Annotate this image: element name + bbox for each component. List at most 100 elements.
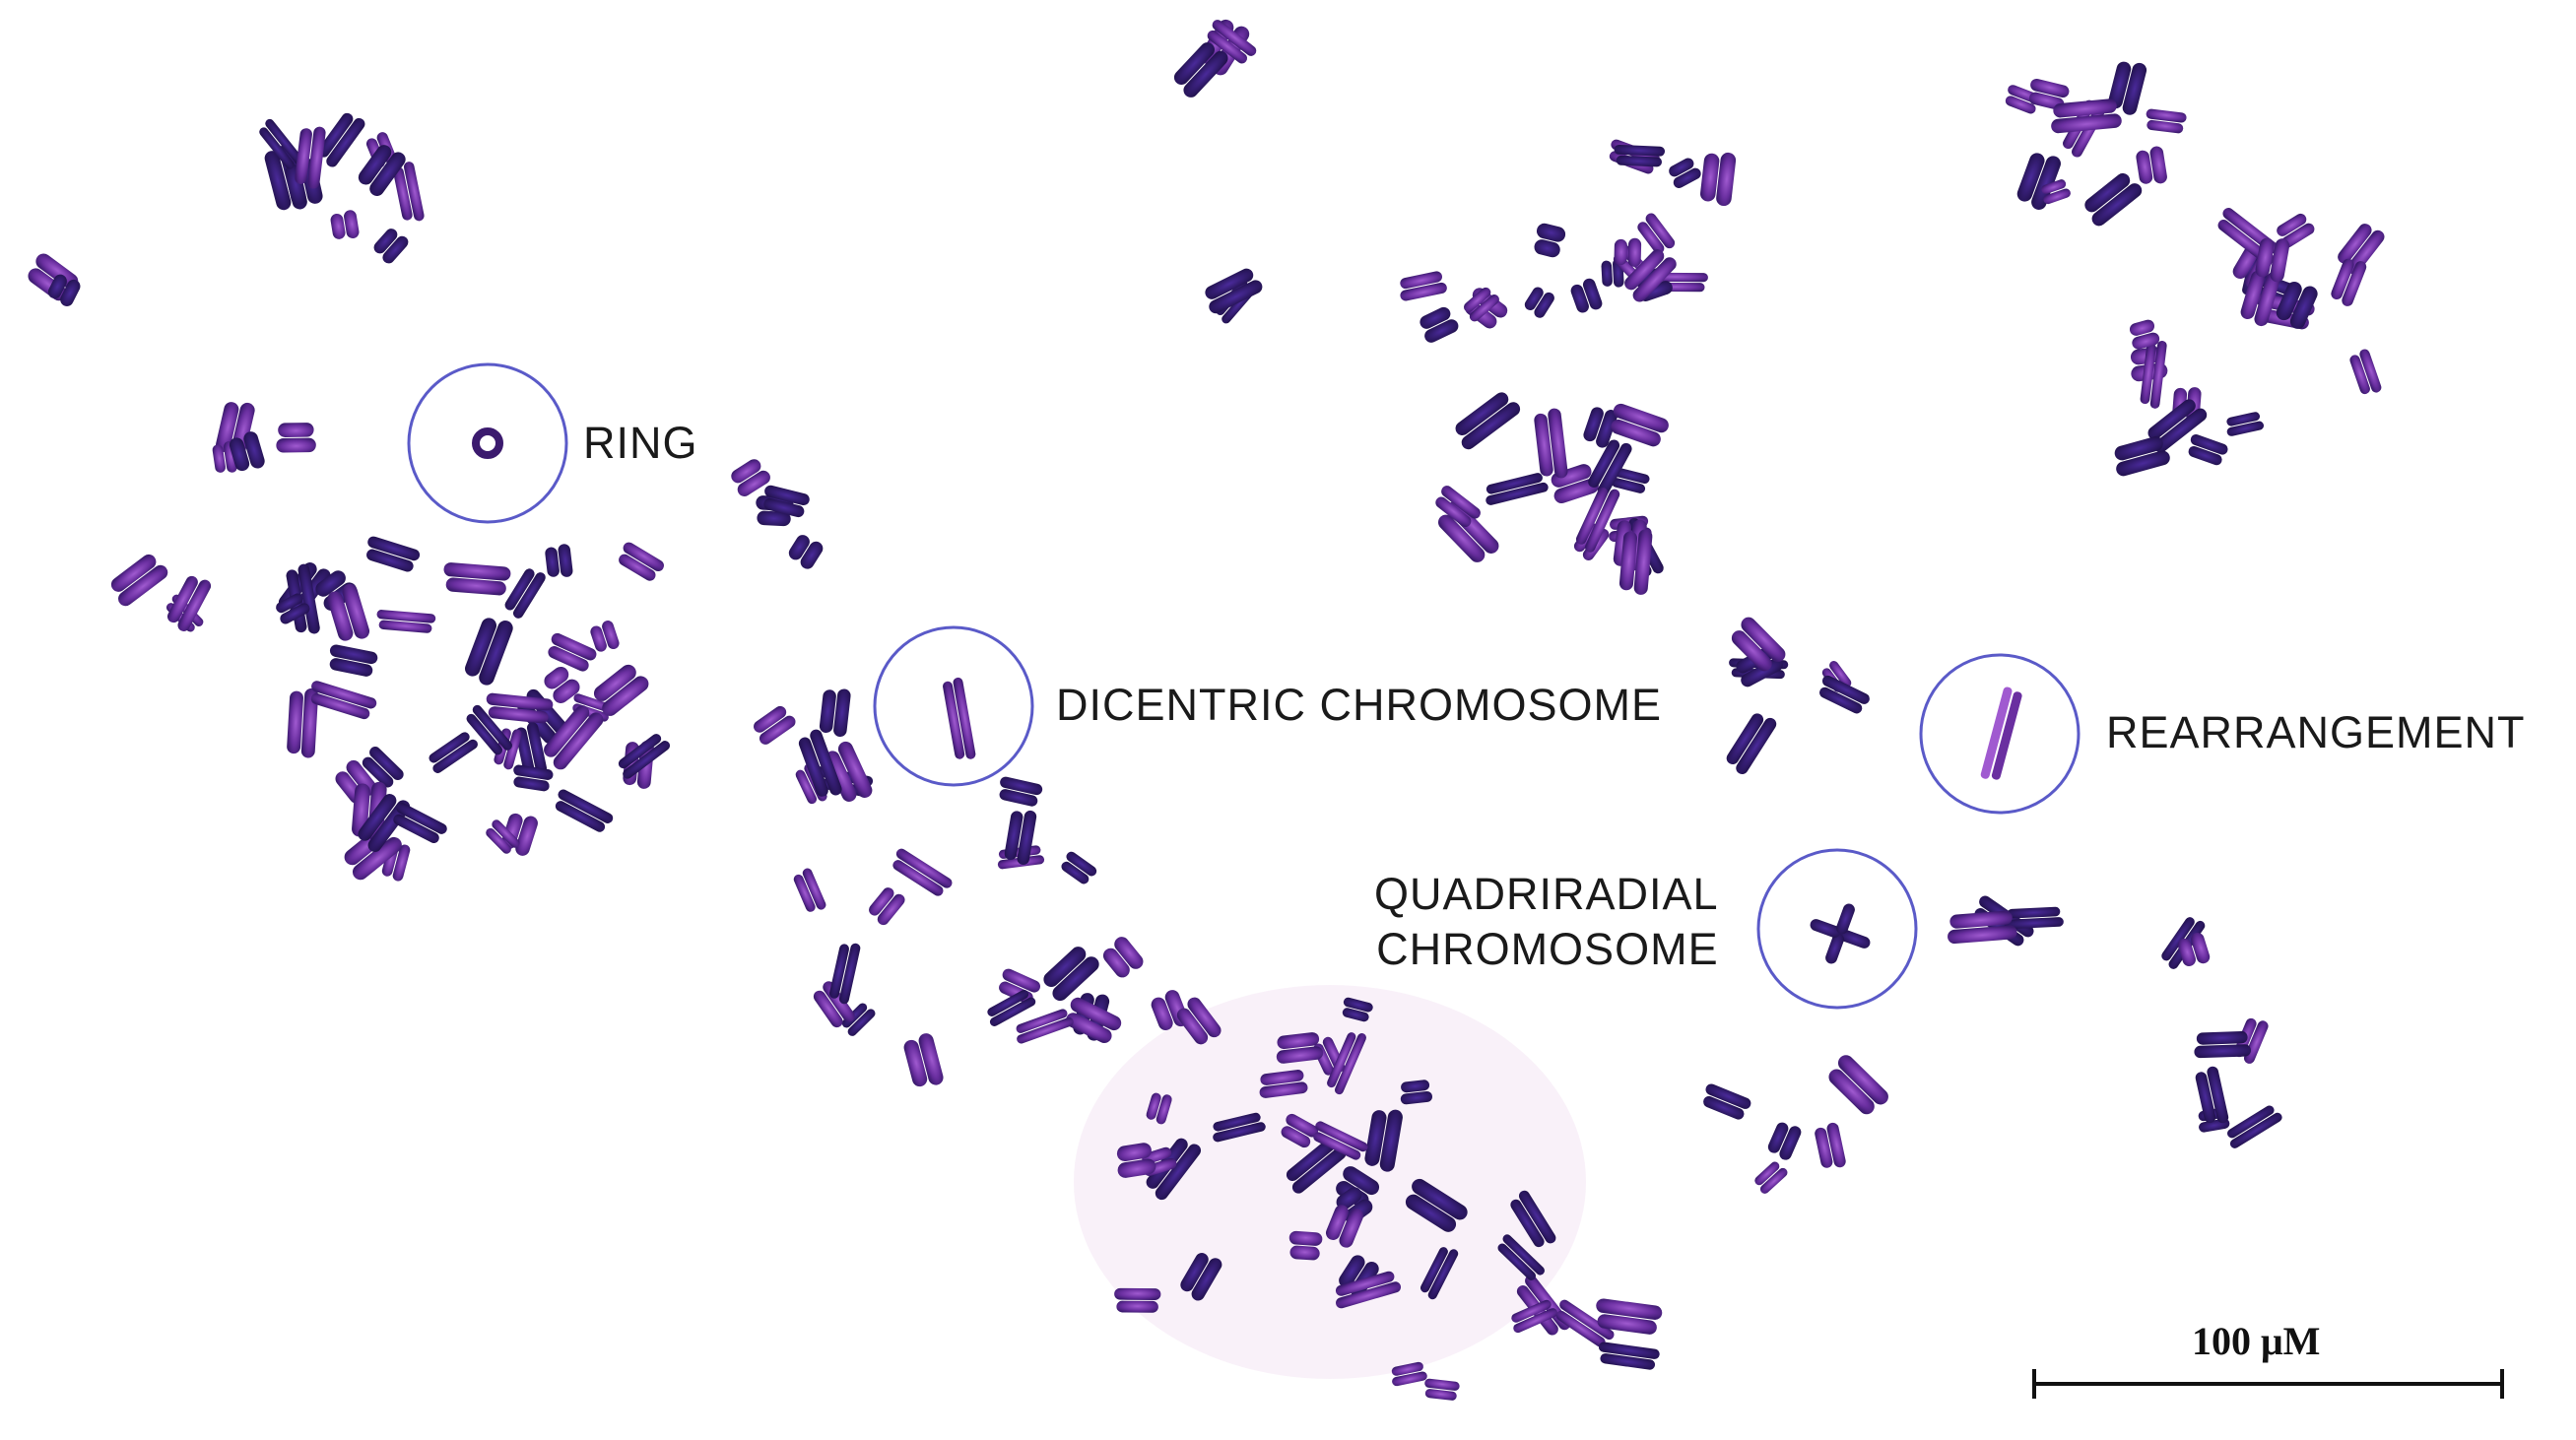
chromosome	[1754, 1161, 1788, 1194]
chromatid	[1336, 1187, 1362, 1211]
chromatid	[558, 544, 573, 577]
chromatid	[1726, 713, 1764, 765]
chromosome	[1424, 1378, 1460, 1401]
chromosome	[544, 705, 604, 770]
chromosome	[869, 887, 905, 926]
chromatid	[1486, 473, 1543, 494]
chromatid	[329, 644, 378, 665]
chromatid	[1405, 1194, 1457, 1232]
chromatid	[2226, 421, 2265, 436]
chromatid	[216, 402, 239, 453]
chromatid	[1821, 675, 1870, 704]
chromatid	[1463, 287, 1491, 312]
chromatid	[297, 563, 320, 634]
chromatid	[1207, 30, 1248, 64]
chromatid	[1424, 1378, 1460, 1391]
chromosome	[2227, 1105, 2282, 1148]
chromatid	[918, 1033, 944, 1085]
chromatid	[1017, 810, 1037, 866]
chromosome	[362, 747, 404, 788]
chromatid	[317, 112, 354, 158]
label-rearrangement: REARRANGEMENT	[2106, 707, 2526, 757]
chromatid	[1754, 1161, 1780, 1186]
chromatid	[1424, 1389, 1457, 1401]
chromatid	[1614, 144, 1666, 157]
chromatid	[2122, 62, 2147, 115]
chromatid	[1288, 1230, 1323, 1246]
chromatid	[2191, 933, 2211, 964]
chromatid	[1469, 294, 1499, 322]
chromatid	[2188, 446, 2222, 466]
chromatid	[310, 692, 370, 720]
chromosome	[443, 562, 511, 596]
chromosome	[1327, 1032, 1366, 1095]
chromosome	[47, 274, 81, 306]
chromosome	[1180, 1253, 1222, 1301]
chromosome	[2194, 1030, 2252, 1059]
chromatid	[367, 800, 411, 853]
chromatid	[623, 542, 664, 572]
chromatid	[1427, 1249, 1459, 1300]
chromosome	[1611, 403, 1669, 447]
chromosome	[1703, 1083, 1751, 1120]
chromatid	[1205, 268, 1254, 299]
chromatid	[2132, 332, 2160, 350]
chromosome	[1116, 1143, 1156, 1178]
chromatid	[166, 575, 198, 623]
chromosome	[1486, 473, 1549, 505]
chromatid	[623, 741, 671, 779]
chromosome	[2129, 319, 2160, 350]
chromatid	[2240, 270, 2266, 320]
chromosome	[1400, 271, 1447, 301]
chromatid	[2084, 172, 2131, 213]
quadriradial-chromosome	[1810, 903, 1871, 964]
chromosome	[548, 632, 597, 672]
chromatid	[1173, 42, 1215, 85]
chromatid	[326, 117, 365, 167]
chromatid	[544, 705, 590, 757]
chromosome	[892, 848, 953, 896]
chromatid	[212, 444, 226, 473]
chromatid	[869, 887, 894, 916]
chromosome	[513, 764, 554, 792]
ring-highlight-circle	[407, 362, 568, 524]
chromosome	[2005, 906, 2064, 930]
chromatid	[1612, 467, 1650, 485]
chromosome	[2331, 258, 2367, 306]
chromatid	[1259, 1081, 1308, 1098]
chromatid	[47, 274, 67, 299]
chromatid	[2016, 153, 2045, 202]
chromosome	[1614, 237, 1642, 267]
chromosome	[429, 732, 478, 773]
chromatid	[1315, 1121, 1368, 1152]
chromatid	[553, 679, 580, 703]
chromatid	[1582, 278, 1603, 310]
chromatid	[1584, 489, 1620, 553]
chromosome	[1400, 1080, 1432, 1105]
chromatid	[1017, 1016, 1074, 1044]
chromatid	[2255, 237, 2275, 278]
chromatid	[1616, 155, 1663, 167]
chromatid	[1596, 1298, 1663, 1320]
chromatid	[1286, 1139, 1336, 1182]
chromosome	[1281, 1113, 1319, 1148]
chromosome	[1420, 306, 1459, 343]
chromatid	[396, 802, 447, 834]
chromatid	[2140, 343, 2156, 405]
chromosome	[1391, 1361, 1427, 1387]
chromosome	[2240, 270, 2280, 327]
chromatid	[1486, 482, 1549, 505]
chromatid	[825, 751, 857, 802]
chromatid	[2217, 220, 2269, 262]
chromatid	[1837, 1055, 1888, 1105]
chromosome	[329, 644, 378, 677]
chromatid	[1455, 392, 1509, 436]
chromatid	[1524, 287, 1544, 311]
chromatid	[1597, 1314, 1657, 1335]
chromosome	[330, 210, 360, 239]
chromatid	[486, 827, 511, 854]
chromatid	[486, 692, 554, 711]
chromatid	[895, 848, 953, 888]
chromatid	[2030, 78, 2070, 98]
